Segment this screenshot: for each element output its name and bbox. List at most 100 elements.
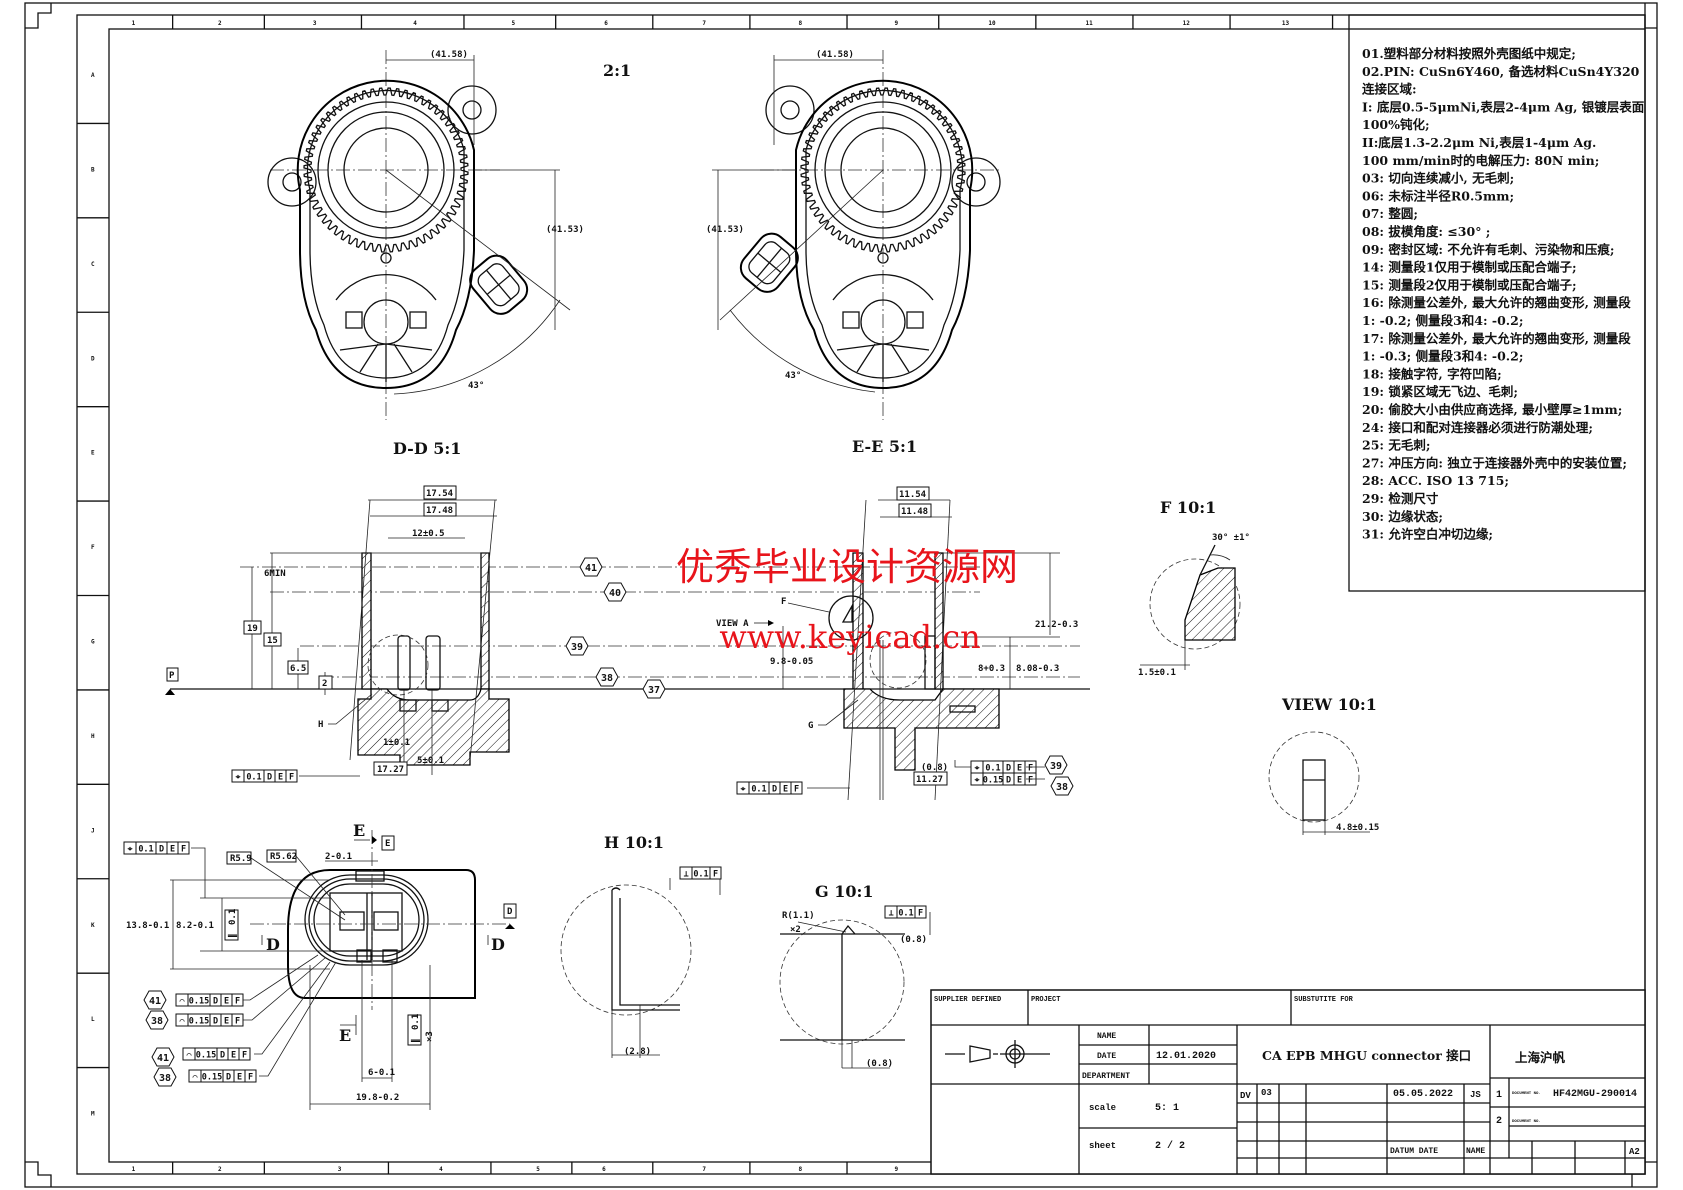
fcf-cell: ⌖: [740, 785, 747, 795]
datum-date-label: DATUM DATE: [1390, 1147, 1438, 1156]
item-balloon: 38: [1050, 776, 1074, 796]
dim-17-54: 17.54: [426, 489, 454, 499]
dim-11-54: 11.54: [899, 490, 927, 500]
dim-8: 8+0.3: [978, 664, 1005, 674]
section-d-marker-right: D: [491, 935, 505, 954]
note-line: 1: -0.3; 侧量段3和4: -0.2;: [1362, 349, 1523, 364]
ruler-col-number: 6: [604, 20, 608, 27]
dim-r5-62: R5.62: [270, 852, 297, 862]
ruler-col-number: 1: [132, 20, 136, 27]
doc-index-2: 2: [1496, 1116, 1502, 1127]
watermark-line2: www.keyicad.cn: [719, 618, 980, 656]
fcf-cell: D: [1006, 776, 1011, 786]
width-dim: (41.58): [430, 50, 468, 60]
note-line: 08: 拔模角度: ≤30° ;: [1362, 224, 1490, 239]
dim-0-8: (0.8): [921, 763, 948, 773]
gear-teeth: [800, 87, 966, 253]
item-balloon: 41: [151, 1047, 175, 1067]
note-line: 16: 除测量公差外, 最大允许的翘曲变形, 测量段: [1362, 295, 1631, 310]
note-line: I: 底层0.5-5μmNi,表层2-4μm Ag, 银镀层表面: [1362, 99, 1645, 114]
ruler-col-number: 5: [511, 20, 515, 27]
ruler-col-number: 9: [894, 20, 898, 27]
ruler-row-letter: F: [91, 544, 95, 551]
fcf-cell: D: [159, 845, 164, 855]
dim-2: 2: [322, 679, 327, 689]
ruler-row-letter: B: [91, 166, 95, 173]
datum-e: E: [385, 839, 390, 849]
dim-6: 6-0.1: [368, 1068, 395, 1078]
parallelism-symbol: ∥: [410, 1039, 421, 1044]
height-dim: (41.53): [706, 225, 744, 235]
fcf-cell: 0.15: [189, 1017, 209, 1027]
fcf-cell: F: [1028, 776, 1033, 786]
fcf-cell: D: [1006, 764, 1011, 774]
ruler-col-number: 11: [1085, 20, 1093, 27]
dim-x2: ×2: [790, 925, 801, 935]
supplier-defined-label: SUPPLIER DEFINED: [934, 996, 1001, 1004]
dim-5: 5±0.1: [417, 756, 444, 766]
connector-front-view: 13.8-0.1 8.2-0.1 ∥ 0.1 D D D E E E R5.9 …: [126, 821, 517, 1110]
dd-section-label: D-D 5:1: [393, 439, 461, 458]
fcf-cell: ⌖: [235, 773, 242, 783]
note-line: 06: 未标注半径R0.5mm;: [1362, 188, 1514, 203]
view-a-marker: VIEW A: [716, 619, 749, 629]
section-d-marker-left: D: [266, 935, 280, 954]
note-line: 24: 接口和配对连接器必须进行防潮处理;: [1362, 420, 1593, 435]
fcf-cell: ⌒: [179, 997, 184, 1007]
date-label: DATE: [1097, 1052, 1116, 1061]
projection-symbol-icon: [945, 1040, 1050, 1068]
fcf-cell: F: [1028, 764, 1033, 774]
watermark-line1: 优秀毕业设计资源网: [676, 545, 1018, 589]
fcf-cell: D: [226, 1073, 231, 1083]
scale-label-top: 2:1: [603, 61, 631, 80]
item-balloon: 41: [143, 990, 167, 1010]
item-balloon: 39: [565, 636, 589, 656]
dim-8-08: 8.08-0.3: [1016, 664, 1059, 674]
dim-12: 12±0.5: [412, 529, 445, 539]
document-number: HF42MGU-290014: [1553, 1089, 1637, 1100]
fcf-cell: 0.1: [985, 764, 1000, 774]
note-line: II:底层1.3-2.2μm Ni,表层1-4μm Ag.: [1362, 135, 1596, 150]
dim-r1-1: R(1.1): [782, 911, 815, 921]
fcf-cell: ⌒: [186, 1051, 191, 1061]
fcf-cell: D: [213, 1017, 218, 1027]
item-balloon: 38: [595, 667, 619, 687]
note-line: 20: 偷胶大小由供应商选择, 最小壁厚≥1mm;: [1362, 402, 1622, 417]
ruler-row-letter: E: [91, 450, 95, 457]
fcf-cell: F: [242, 1051, 247, 1061]
item-balloon: 38: [153, 1067, 177, 1087]
ruler-col-number: 10: [988, 20, 996, 27]
fcf-cell: 0.1: [693, 870, 708, 880]
balloon-number: 38: [151, 1016, 163, 1027]
fcf-cell: E: [1017, 776, 1022, 786]
dv-label: DV: [1240, 1091, 1251, 1101]
dim-6-5: 6.5: [290, 664, 306, 674]
date-value: 12.01.2020: [1156, 1051, 1216, 1062]
note-line: 17: 除测量公差外, 最大允许的翘曲变形, 测量段: [1362, 331, 1631, 346]
ruler-row-letter: M: [91, 1111, 95, 1118]
ruler-col-number: 9: [894, 1166, 898, 1173]
detail-f-marker: F: [781, 597, 786, 607]
ruler-col-number: 13: [1282, 20, 1290, 27]
fcf-cell: E: [231, 1051, 236, 1061]
parallelism-value: 0.1: [228, 909, 238, 925]
dim-17-27: 17.27: [377, 765, 404, 775]
ruler-row-letter: J: [91, 827, 95, 834]
fcf-cell: ⌒: [179, 1017, 184, 1027]
note-line: 28: ACC. ISO 13 715;: [1362, 473, 1509, 488]
ruler-row-letter: G: [91, 639, 95, 646]
name-label: NAME: [1097, 1032, 1116, 1041]
dim-1-5: 1.5±0.1: [1138, 668, 1176, 678]
note-line: 18: 接触字符, 字符凹陷;: [1362, 366, 1502, 381]
revision-value: 03: [1261, 1088, 1272, 1098]
fcf-cell: D: [267, 773, 272, 783]
fcf-cell: D: [213, 997, 218, 1007]
